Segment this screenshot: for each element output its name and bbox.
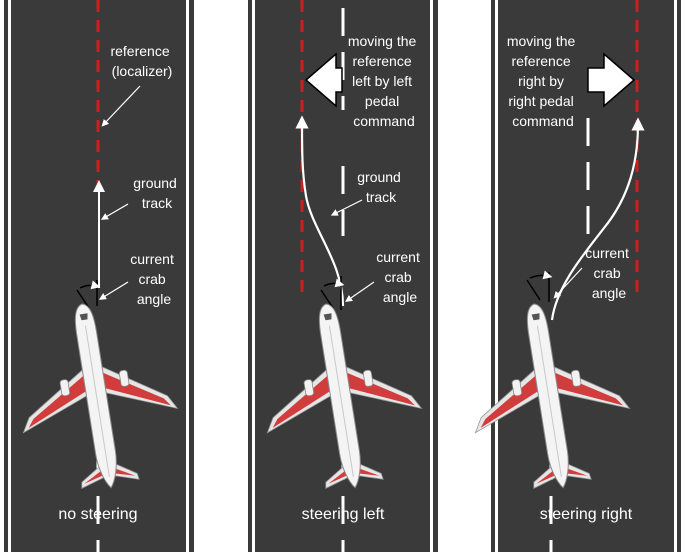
crab-callout-arrow [345, 281, 375, 303]
ground-track-callout-arrow [330, 199, 363, 216]
panel-caption: steering right [540, 506, 633, 523]
runway-edge-left [495, 0, 498, 552]
crab-angle-heading-line [526, 279, 541, 301]
crab-angle-label: current crab angle [376, 249, 423, 305]
runway-background [491, 0, 681, 552]
panel-no-steering: reference (localizer) ground track curre… [4, 0, 194, 552]
crab-angle-arc [79, 280, 101, 290]
panel-steering-right: moving the reference right by right peda… [456, 0, 681, 552]
command-label: moving the reference left by left pedal … [348, 33, 420, 129]
left-command-arrow [304, 52, 343, 108]
crab-angle-label: current crab angle [585, 245, 632, 301]
crab-angle-arc [323, 278, 345, 288]
right-command-arrow [587, 52, 636, 108]
crab-callout-arrow [98, 281, 129, 300]
panel-caption: no steering [58, 506, 137, 523]
runway-edge-right [674, 0, 677, 552]
reference-callout-arrow [101, 85, 141, 127]
runway-edge-right [430, 0, 433, 552]
runway-edge-left [8, 0, 11, 552]
ground-track-label: ground track [357, 169, 404, 205]
panel-steering-left: moving the reference left by left pedal … [248, 0, 438, 552]
crab-angle-heading-line [320, 289, 334, 309]
command-label: moving the reference right by right peda… [507, 33, 579, 129]
ground-track-curve [295, 115, 345, 307]
panel-caption: steering left [302, 506, 385, 523]
runway-edge-right [186, 0, 189, 552]
runway-edge-left [252, 0, 255, 552]
crab-angle-heading-line [76, 289, 90, 309]
reference-label: reference (localizer) [110, 43, 173, 79]
crab-callout-arrow [553, 267, 583, 299]
ground-track-label: ground track [133, 175, 180, 211]
crab-angle-arc [529, 270, 553, 280]
ground-track-callout-arrow [100, 203, 129, 220]
crab-angle-label: current crab angle [130, 251, 177, 307]
